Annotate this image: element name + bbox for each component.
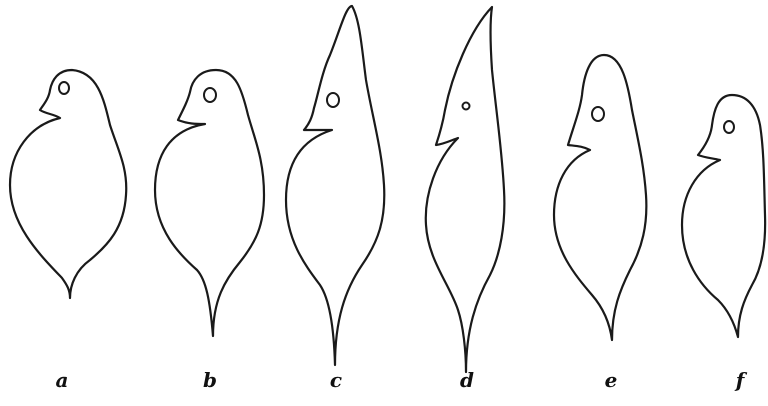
outline-d bbox=[426, 7, 505, 372]
outline-b bbox=[155, 70, 264, 336]
panel-label-d: d bbox=[452, 368, 482, 392]
outline-e bbox=[554, 55, 646, 340]
outline-c bbox=[286, 6, 384, 365]
outline-f bbox=[682, 95, 765, 337]
panel-label-b: b bbox=[195, 368, 225, 392]
panel-label-f: f bbox=[725, 368, 755, 392]
panel-label-e: e bbox=[596, 368, 626, 392]
panel-label-a: a bbox=[47, 368, 77, 392]
outline-a bbox=[10, 70, 126, 298]
panel-label-c: c bbox=[321, 368, 351, 392]
